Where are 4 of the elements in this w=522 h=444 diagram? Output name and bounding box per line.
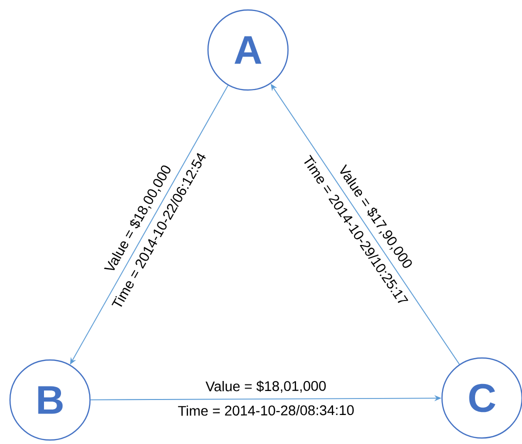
circle-node: A [207,9,289,91]
timestamp-label: Time = 2014-10-28/08:34:10 [178,405,354,416]
circle-node: B [9,359,91,441]
edge-label: Value = $18,01,000 [206,380,326,393]
